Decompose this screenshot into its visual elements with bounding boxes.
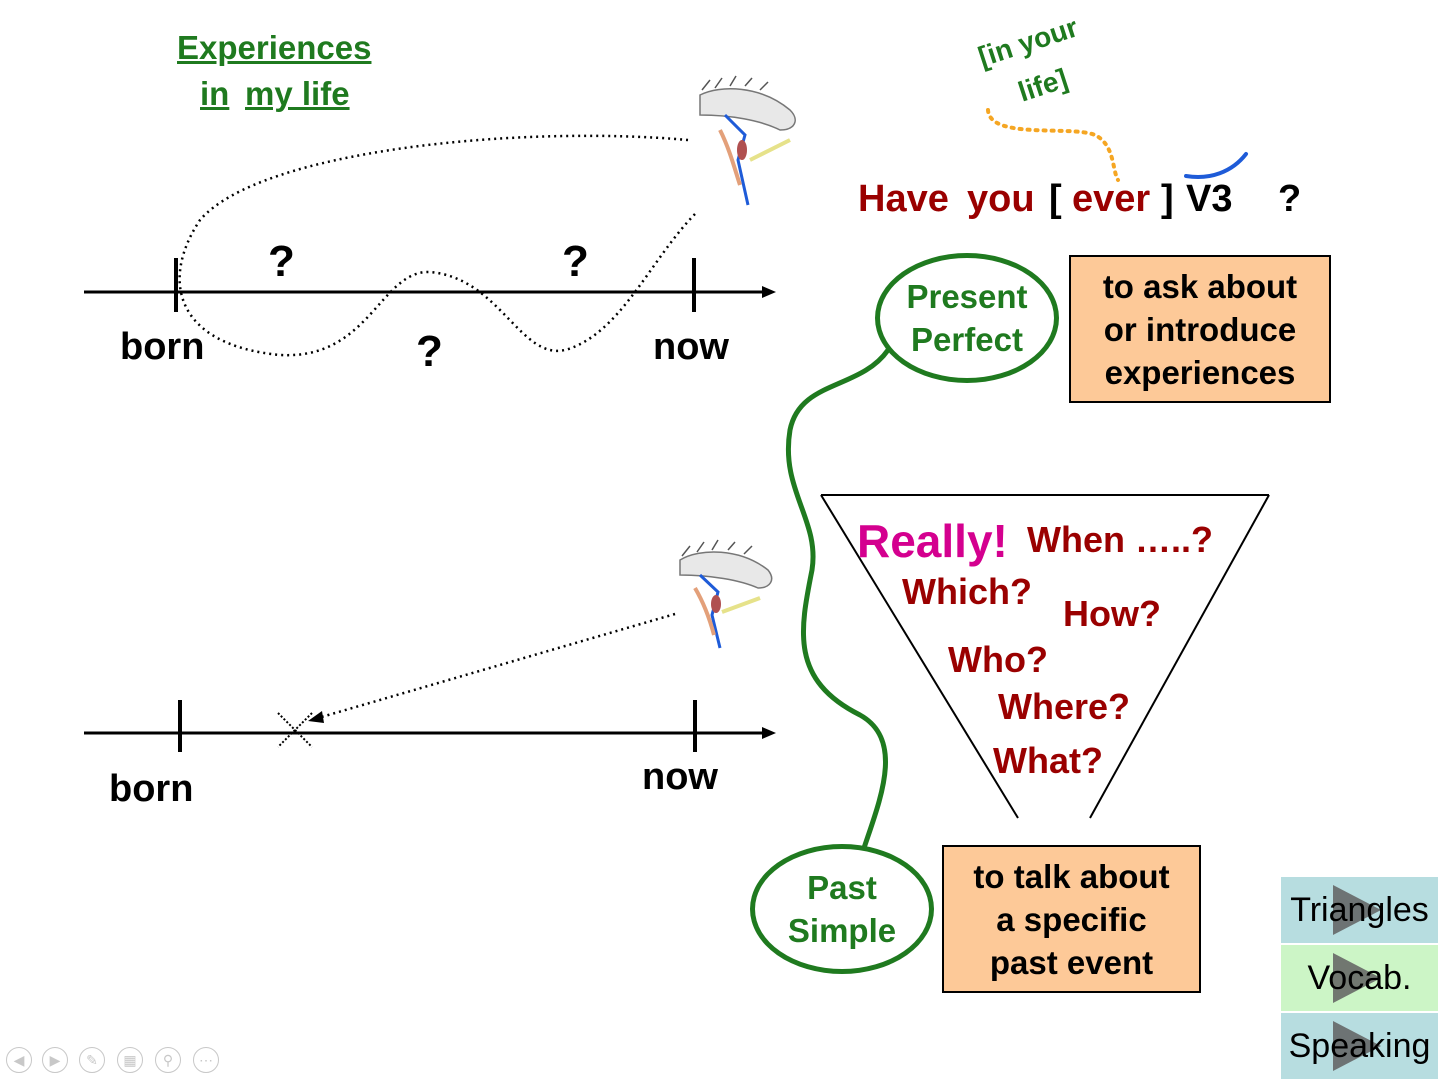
present-perfect-line2: Perfect [911,321,1023,358]
ps-desc-line: to talk about [973,857,1170,895]
zoom-icon[interactable]: ⚲ [155,1047,181,1073]
top-timeline [84,258,776,312]
past-simple-desc-box: to talk about a specific past event [942,845,1201,993]
bottom-now-label: now [642,756,718,798]
pen-icon[interactable]: ✎ [79,1047,105,1073]
top-now-label: now [653,326,729,368]
play-triangle-icon [1333,953,1381,1003]
note-dotted-line [986,108,1120,182]
nav-vocab-button[interactable]: Vocab. [1281,945,1438,1011]
nav-vocab-label: Vocab. [1307,958,1412,997]
nav-triangles-button[interactable]: Triangles [1281,877,1438,943]
eye-sketch-bottom [679,539,773,649]
ps-desc-line: past event [989,943,1154,981]
nav-speaking-button[interactable]: Speaking [1281,1013,1438,1079]
prev-icon[interactable]: ◀ [6,1047,32,1073]
past-simple-line2: Simple [787,912,897,949]
green-connector [786,348,891,849]
pp-desc-line: to ask about [1102,267,1298,305]
blue-stroke [1184,152,1248,179]
q-mark: ? [1278,178,1302,220]
slides-icon[interactable]: ▦ [117,1047,143,1073]
play-triangle-icon [1333,1021,1381,1071]
title-line1: Experiences [177,29,372,66]
present-perfect-oval: Present Perfect [875,253,1059,383]
title-line2-b: my life [245,75,350,112]
next-icon[interactable]: ▶ [42,1047,68,1073]
q-v3: V3 [1186,178,1233,220]
funnel-when: When …..? [1027,519,1213,560]
ps-desc-line: a specific [996,900,1147,938]
q-close-bracket: ] [1161,178,1174,220]
pp-desc-line: or introduce [1103,310,1297,348]
q-have: Have [858,178,949,220]
dotted-memory-loop [178,134,696,357]
q-ever: ever [1072,178,1151,220]
funnel-which: Which? [902,571,1032,612]
past-simple-oval: Past Simple [750,844,934,974]
funnel-where: Where? [998,686,1131,727]
funnel-how: How? [1063,593,1161,634]
q-you: you [967,178,1035,220]
bottom-born-label: born [109,768,194,810]
bottom-timeline [84,700,776,752]
past-simple-line1: Past [807,869,877,906]
nav-speaking-label: Speaking [1288,1026,1431,1065]
funnel-really: Really! [857,515,1008,567]
play-triangle-icon [1333,885,1381,935]
funnel-what: What? [993,740,1103,781]
top-born-label: born [120,326,205,368]
top-question-2: ? [562,237,589,286]
dotted-recall-arrow [317,612,676,720]
top-question-3: ? [416,327,443,376]
present-perfect-desc-box: to ask about or introduce experiences [1069,255,1331,403]
pp-desc-line: experiences [1104,353,1296,391]
title-line2-a: in [200,75,230,112]
nav-triangles-label: Triangles [1290,890,1429,929]
more-icon[interactable]: ⋯ [193,1047,219,1073]
q-open-bracket: [ [1049,178,1062,220]
eye-sketch-top [699,75,796,206]
present-perfect-line1: Present [906,278,1028,315]
funnel-who: Who? [948,639,1048,680]
top-question-1: ? [268,237,295,286]
